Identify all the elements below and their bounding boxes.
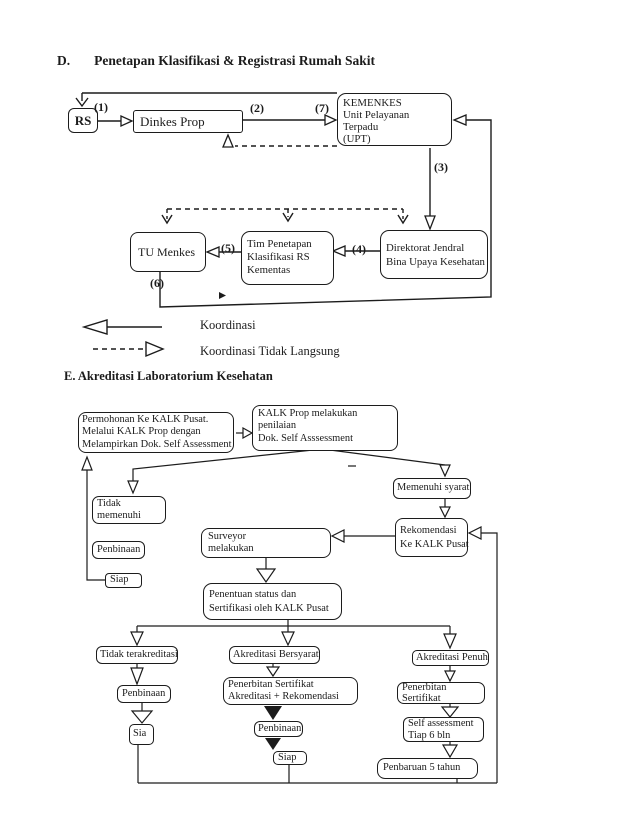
node-self-assessment: Self assessment Tiap 6 bln xyxy=(403,717,484,742)
node-tidak-terakreditasi: Tidak terakreditasi xyxy=(96,646,178,664)
edge-kalk-memenuhi xyxy=(329,449,446,466)
arrowhead-into-rs xyxy=(75,97,89,108)
section-d-label: D. xyxy=(57,53,71,68)
node-rs: RS xyxy=(68,108,98,133)
e-filled-arrowheads xyxy=(264,706,282,750)
d-arrowheads xyxy=(120,113,467,258)
edge-label-1: (1) xyxy=(94,100,108,114)
edge-label-6: (6) xyxy=(150,276,164,290)
node-penbinaan-kiri: Penbinaan xyxy=(92,541,145,559)
small-mark xyxy=(219,292,226,299)
node-akreditasi-penuh: Akreditasi Penuh xyxy=(412,650,489,666)
edge-feedback-to-rekomendasi xyxy=(481,532,498,783)
node-penerbitan-rekomendasi: Penerbitan Sertifikat Akreditasi + Rekom… xyxy=(223,677,358,705)
node-tu-menkes: TU Menkes xyxy=(130,232,206,272)
node-sia: Sia xyxy=(129,724,154,745)
legend-solid-label: Koordinasi xyxy=(200,318,256,332)
node-dinkes-prop: Dinkes Prop xyxy=(133,110,243,133)
node-siap-tengah: Siap xyxy=(273,751,307,765)
edge-label-2: (2) xyxy=(250,101,264,115)
legend-arrows xyxy=(93,326,162,350)
edge-siap-to-permohonan xyxy=(86,470,105,581)
node-siap-kiri: Siap xyxy=(105,573,142,588)
node-kalk-prop: KALK Prop melakukan penilaian Dok. Self … xyxy=(252,405,398,451)
edge-label-4: (4) xyxy=(352,242,366,256)
node-penbinaan-tengah: Penbinaan xyxy=(254,721,303,737)
d-connectors xyxy=(75,92,492,308)
edge-top-feedback xyxy=(81,92,337,101)
section-e-title: E. Akreditasi Laboratorium Kesehatan xyxy=(64,369,273,383)
e-connectors xyxy=(86,432,498,784)
legend-solid-arrowhead xyxy=(81,319,108,335)
node-surveyor: Surveyor melakukan xyxy=(201,528,331,558)
node-akreditasi-bersyarat: Akreditasi Bersyarat xyxy=(229,646,320,664)
node-penbaruan: Penbaruan 5 tahun xyxy=(377,758,478,779)
node-penbinaan-cabang: Penbinaan xyxy=(117,685,171,703)
node-rekomendasi: Rekomendasi Ke KALK Pusat xyxy=(395,518,469,557)
node-tim-penetapan: Tim Penetapan Klasifikasi RS Kementas xyxy=(241,231,334,285)
node-tidak-memenuhi: Tidak memenuhi xyxy=(92,496,166,524)
node-memenuhi-syarat: Memenuhi syarat xyxy=(393,478,471,499)
edge-penentuan-branchline xyxy=(137,620,450,627)
edge-label-7: (7) xyxy=(315,101,329,115)
node-penentuan: Penentuan status dan Sertifikasi oleh KA… xyxy=(203,583,342,620)
node-direktorat: Direktorat Jendral Bina Upaya Kesehatan xyxy=(380,230,488,279)
legend-dashed-arrowhead xyxy=(145,340,165,358)
edge-tu-loop xyxy=(159,119,492,308)
e-arrowheads xyxy=(81,426,482,759)
node-kemenkes: KEMENKES Unit Pelayanan Terpadu (UPT) xyxy=(337,93,452,146)
node-penerbitan-sertifikat: Penerbitan Sertifikat xyxy=(397,682,485,704)
section-d-heading: D. Penetapan Klasifikasi & Registrasi Ru… xyxy=(57,53,375,69)
edge-label-3: (3) xyxy=(434,160,448,174)
edge-label-5: (5) xyxy=(221,241,235,255)
node-permohonan: Permohonan Ke KALK Pusat. Melalui KALK P… xyxy=(78,412,234,453)
edge-kalk-tidakmemenuhi xyxy=(132,449,314,481)
section-d-title: Penetapan Klasifikasi & Registrasi Rumah… xyxy=(94,53,376,68)
legend-dashed-label: Koordinasi Tidak Langsung xyxy=(200,344,340,358)
